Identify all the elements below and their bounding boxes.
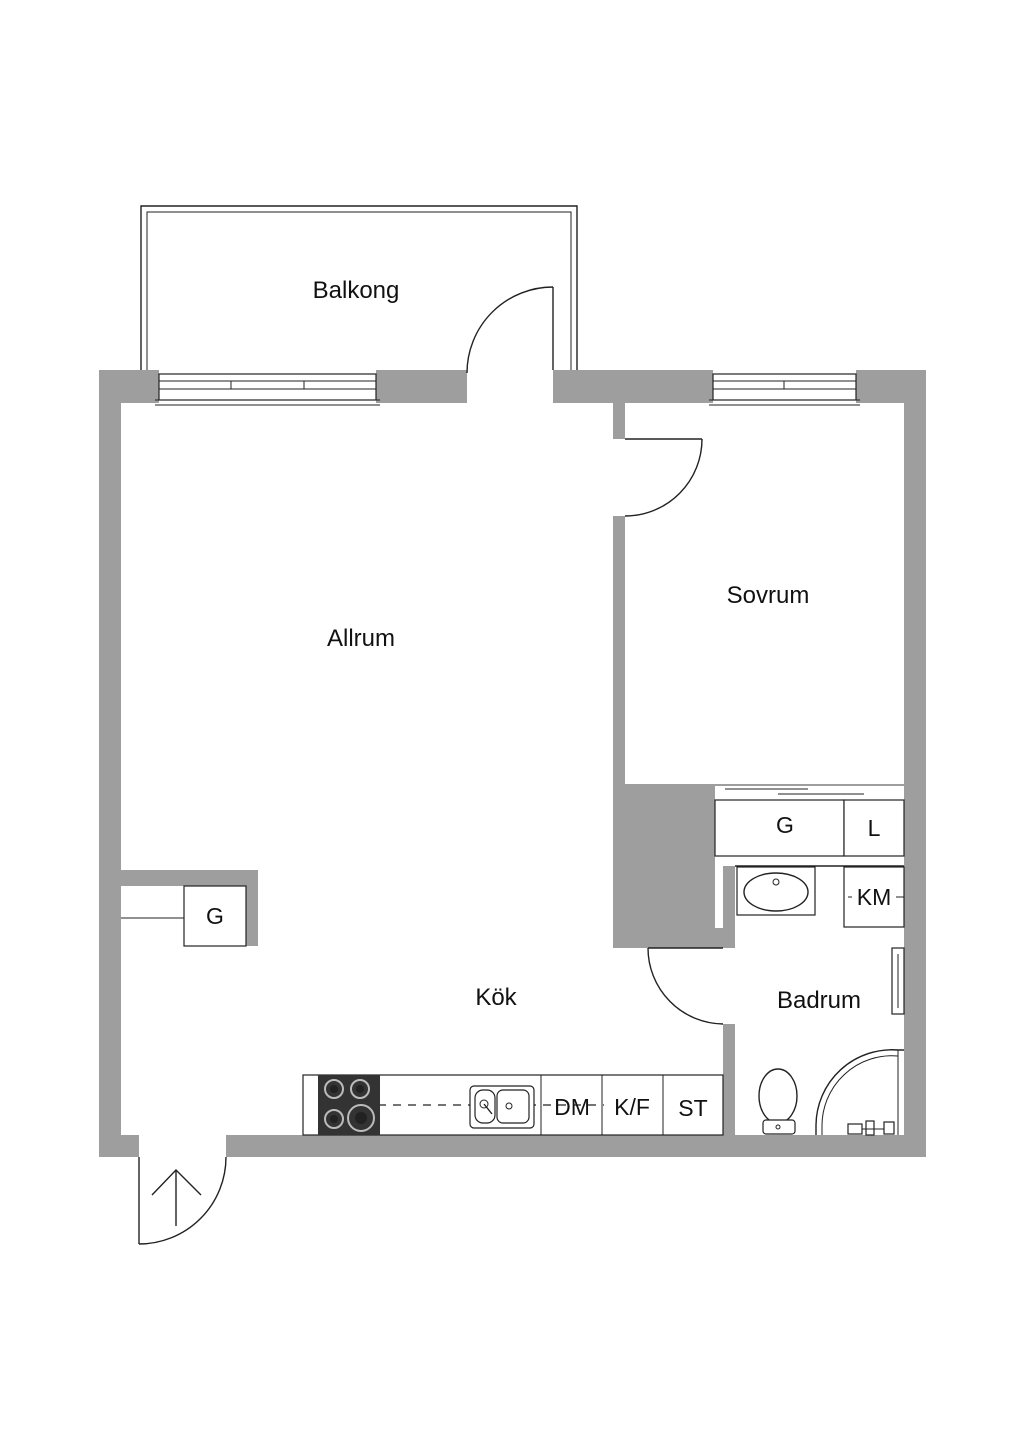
exterior-walls [99,370,926,1157]
room-label-living: Allrum [327,625,395,652]
fixture-label-fridge-freezer: K/F [614,1094,650,1120]
door-entrance [138,1156,227,1245]
hall-storage [121,885,247,947]
door-bedroom [624,438,703,517]
interior-walls [121,403,904,1135]
radiator [891,947,905,1015]
entrance-arrow-icon [151,1168,202,1226]
door-balcony [466,286,554,374]
room-label-bedroom: Sovrum [727,582,810,609]
room-label-bathroom: Badrum [777,987,861,1014]
balcony [140,205,578,370]
door-bathroom [647,947,724,1025]
room-label-kitchen: Kök [475,984,517,1011]
sink-icon [469,1085,535,1129]
fixture-label-wardrobe-bedroom: G [776,812,794,838]
washbasin-icon [736,866,816,916]
fixture-label-dishwasher: DM [554,1094,590,1120]
toilet-icon [758,1068,798,1135]
window-bedroom [709,373,860,406]
kitchen-counter [302,1074,724,1136]
fixture-label-tall-cabinet: ST [678,1095,707,1121]
window-living [155,373,380,406]
shower-icon [815,1049,904,1136]
bedroom-storage [714,788,905,857]
fixture-label-washing-machine: KM [857,884,892,910]
room-label-balcony: Balkong [313,277,400,304]
stove-icon [318,1075,380,1135]
fixture-label-linen-closet: L [868,815,881,841]
fixture-label-wardrobe-hall: G [206,903,224,929]
bathroom-fixtures [735,865,905,1136]
